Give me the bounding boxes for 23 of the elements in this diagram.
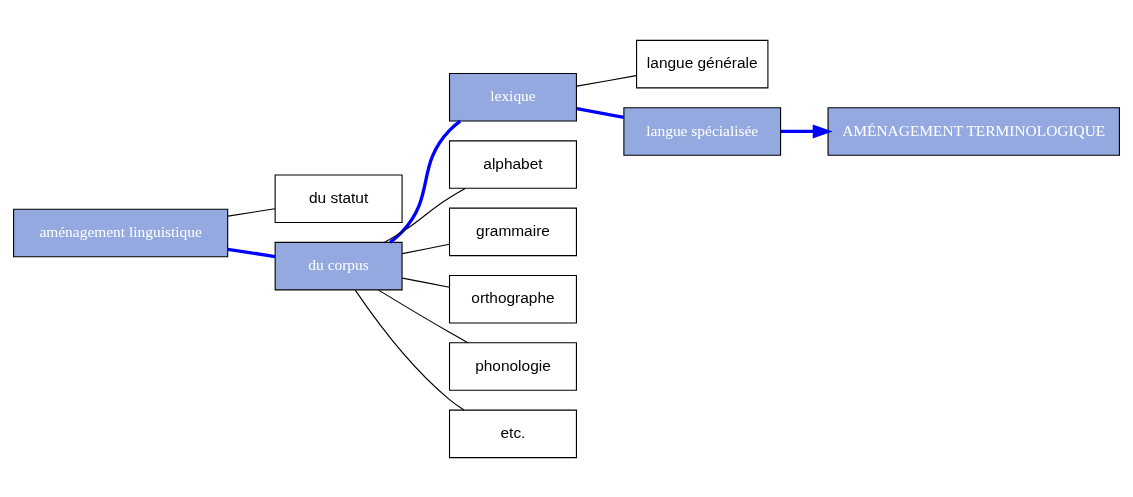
node-box: du statut: [274, 174, 403, 223]
node-box: orthographe: [448, 274, 577, 323]
node-box: AMÉNAGEMENT TERMINOLOGIQUE: [827, 106, 1120, 156]
connector: [384, 187, 466, 243]
connector: [576, 74, 637, 87]
arrow: [780, 124, 833, 138]
node-box: phonologie: [448, 341, 577, 391]
connector: [227, 247, 276, 258]
node-box: du corpus: [274, 241, 403, 290]
connector: [401, 277, 450, 288]
node-box: lexique: [448, 72, 577, 122]
node-box: langue spécialisée: [623, 106, 782, 156]
connector: [354, 289, 465, 411]
node-box: langue générale: [636, 39, 769, 88]
connector: [576, 106, 625, 119]
node-box: etc.: [448, 409, 577, 458]
connector: [378, 289, 469, 343]
node-box: alphabet: [448, 139, 577, 189]
node-box: aménagement linguistique: [13, 208, 229, 257]
node-box: grammaire: [448, 207, 577, 256]
connector: [227, 207, 276, 217]
connector: [389, 119, 462, 244]
connector: [401, 243, 450, 254]
